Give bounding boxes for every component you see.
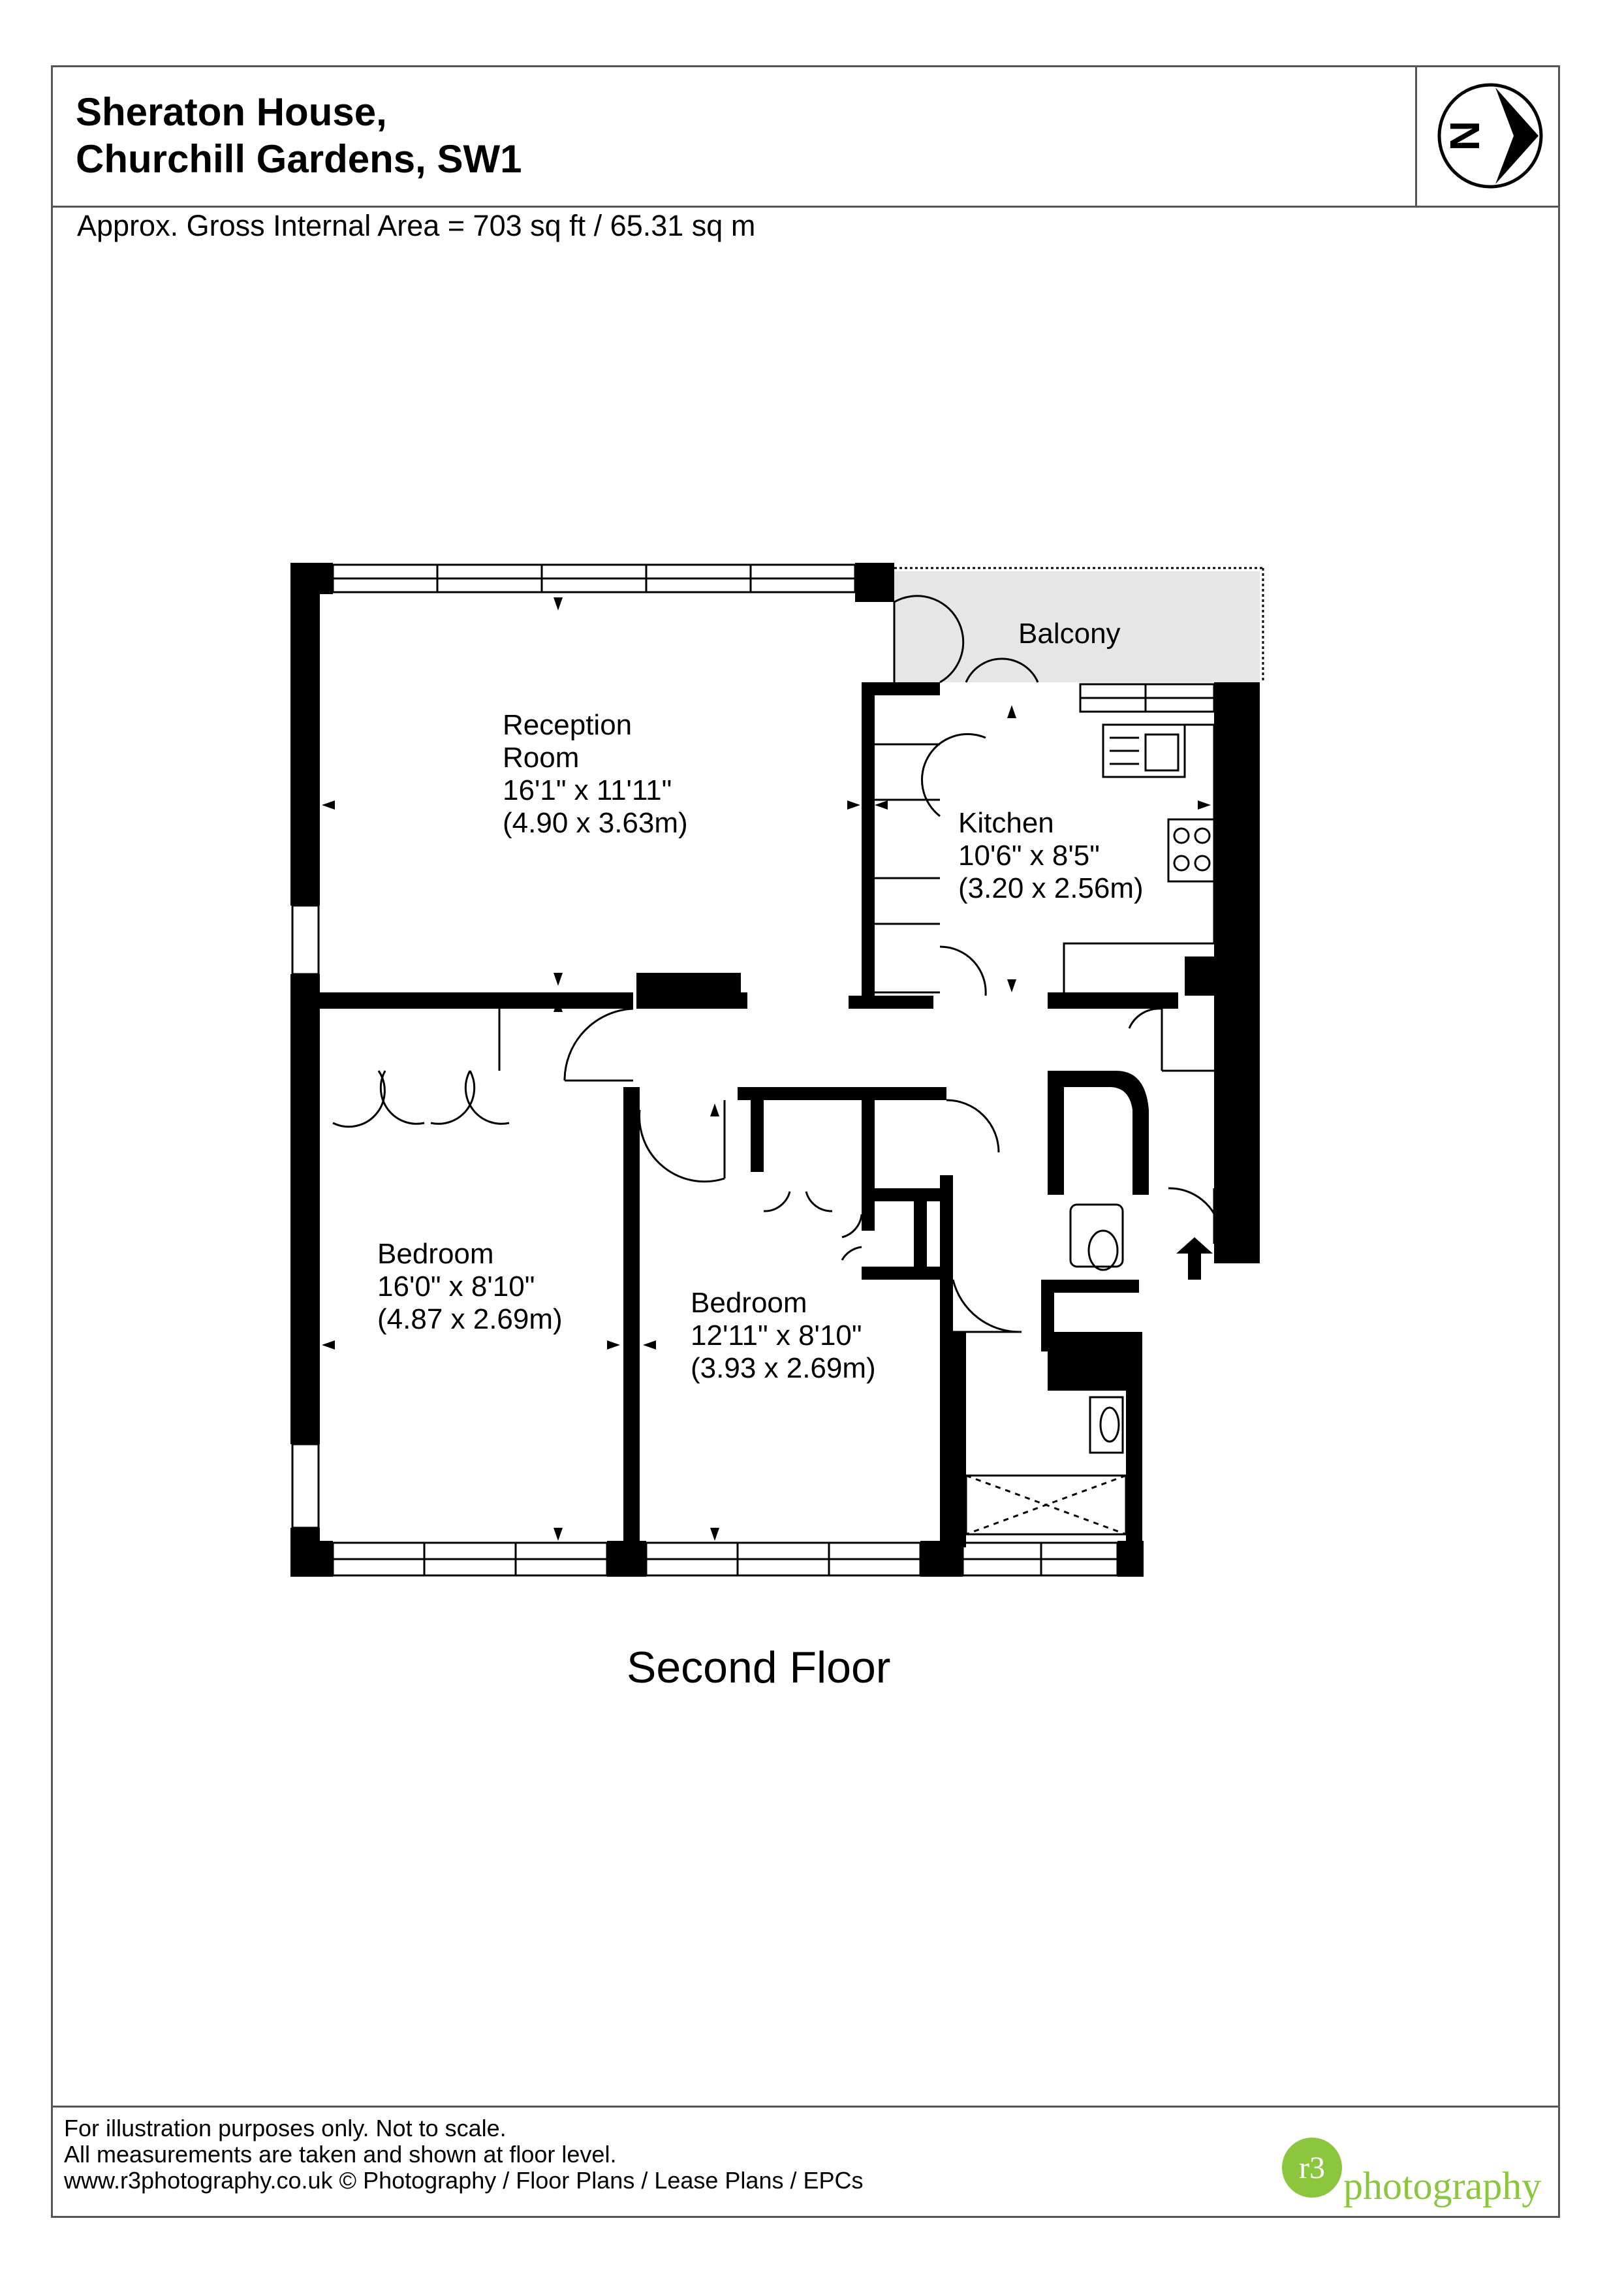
property-title: Sheraton House, Churchill Gardens, SW1 xyxy=(76,89,522,183)
toilet-icon xyxy=(1069,1203,1124,1268)
kitchen-name: Kitchen xyxy=(958,807,1054,839)
bedroom1-name: Bedroom xyxy=(377,1238,494,1270)
reception-imperial: 16'1" x 11'11" xyxy=(503,774,672,806)
title-line-2: Churchill Gardens, SW1 xyxy=(76,137,522,181)
bedroom2-imperial: 12'11" x 8'10" xyxy=(691,1319,862,1351)
compass-box: N xyxy=(1415,65,1560,206)
kitchen-imperial: 10'6" x 8'5" xyxy=(958,840,1100,872)
fixtures xyxy=(965,723,1215,1536)
page-frame xyxy=(51,65,1560,2218)
reception-name-1: Reception xyxy=(503,709,632,741)
basin-icon xyxy=(1089,1396,1124,1454)
footer: For illustration purposes only. Not to s… xyxy=(51,2106,1560,2218)
sink-icon xyxy=(1102,723,1186,778)
bedroom2-metric: (3.93 x 2.69m) xyxy=(691,1352,876,1384)
logo-text: photography xyxy=(1343,2164,1541,2207)
dimension-arrows xyxy=(322,597,1213,1541)
bedroom2-name: Bedroom xyxy=(691,1287,807,1319)
north-arrow-icon: N xyxy=(1437,83,1543,189)
reception-metric: (4.90 x 3.63m) xyxy=(503,807,688,839)
floor-name: Second Floor xyxy=(627,1643,891,1692)
r3photography-logo: r3 photography xyxy=(1282,2138,1541,2207)
bedroom1-metric: (4.87 x 2.69m) xyxy=(377,1303,563,1335)
disclaimer-line-2: All measurements are taken and shown at … xyxy=(64,2141,617,2168)
shower-tray-icon xyxy=(965,1474,1127,1536)
disclaimer-line-1: For illustration purposes only. Not to s… xyxy=(64,2115,507,2141)
compass-letter: N xyxy=(1441,121,1488,151)
doors xyxy=(332,595,1222,1333)
room-labels: Balcony Reception Room 16'1" x 11'11" (4… xyxy=(377,618,1144,1384)
walls xyxy=(290,563,1260,1577)
hob-icon xyxy=(1167,818,1215,883)
balcony xyxy=(894,567,1264,682)
entrance-arrow-icon xyxy=(1176,1237,1213,1280)
title-line-1: Sheraton House, xyxy=(76,90,387,134)
disclaimer-line-3: www.r3photography.co.uk © Photography / … xyxy=(64,2167,864,2194)
kitchen-metric: (3.20 x 2.56m) xyxy=(958,872,1144,904)
disclaimer: For illustration purposes only. Not to s… xyxy=(64,2115,864,2194)
gross-internal-area: Approx. Gross Internal Area = 703 sq ft … xyxy=(77,209,756,242)
reception-name-2: Room xyxy=(503,742,579,774)
bedroom1-imperial: 16'0" x 8'10" xyxy=(377,1271,535,1303)
windows xyxy=(291,563,1215,1577)
balcony-label: Balcony xyxy=(1018,618,1121,650)
header: Sheraton House, Churchill Gardens, SW1 N xyxy=(51,65,1560,208)
logo-mark: r3 xyxy=(1299,2151,1325,2185)
